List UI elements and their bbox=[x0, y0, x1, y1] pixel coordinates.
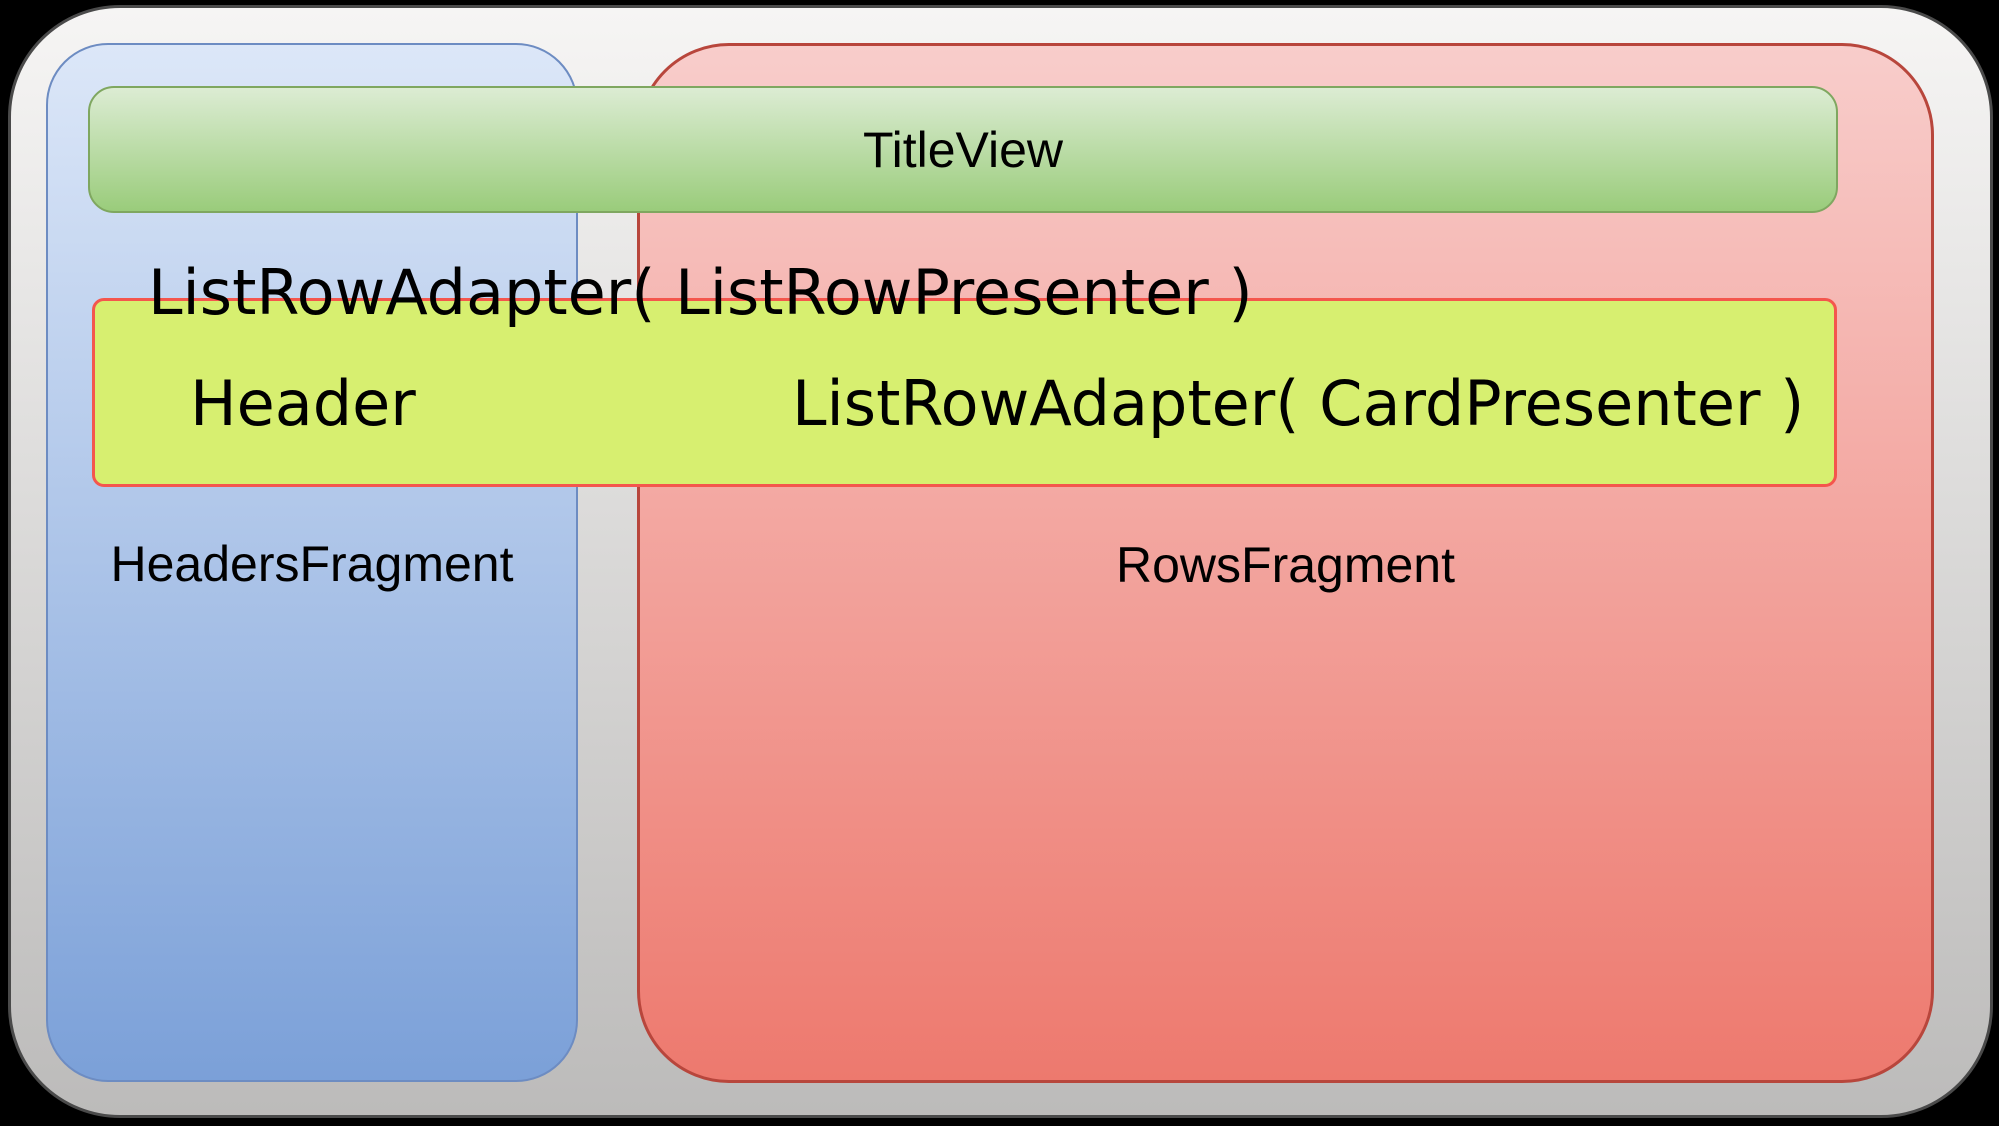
headers-fragment-panel: HeadersFragment bbox=[46, 43, 578, 1082]
headers-fragment-label: HeadersFragment bbox=[110, 536, 514, 592]
header-cell-label: Header bbox=[190, 367, 416, 440]
rows-fragment-label: RowsFragment bbox=[1116, 537, 1455, 593]
list-row-box: Header ListRowAdapter( CardPresenter ) bbox=[92, 298, 1837, 487]
title-view-bar: TitleView bbox=[88, 86, 1838, 213]
title-view-label: TitleView bbox=[862, 121, 1064, 178]
list-row-presenter-adapter-label: ListRowAdapter( ListRowPresenter ) bbox=[148, 256, 1253, 329]
rows-fragment-panel: RowsFragment bbox=[637, 43, 1934, 1083]
card-presenter-adapter-label: ListRowAdapter( CardPresenter ) bbox=[792, 367, 1805, 440]
